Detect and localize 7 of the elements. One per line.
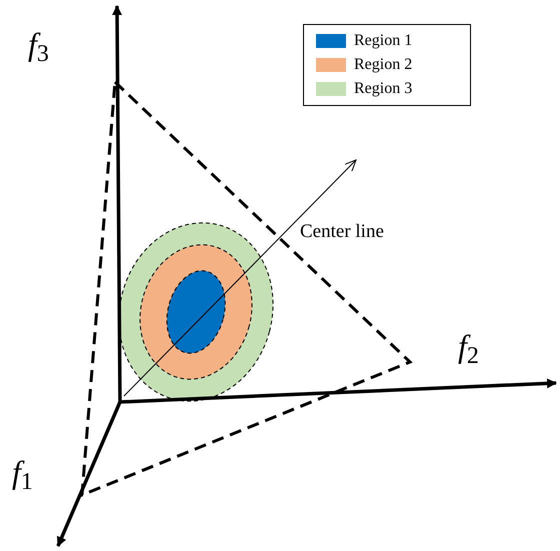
axis-label: f$_{2}$: [458, 330, 479, 362]
legend-label: Region 1: [354, 33, 412, 49]
axis-label: f$_{3}$: [28, 28, 49, 60]
legend-label: Region 3: [354, 81, 412, 97]
annotation-label: Center line: [300, 222, 384, 241]
axis-label: f$_{1}$: [12, 456, 33, 488]
legend-label: Region 2: [354, 57, 412, 73]
